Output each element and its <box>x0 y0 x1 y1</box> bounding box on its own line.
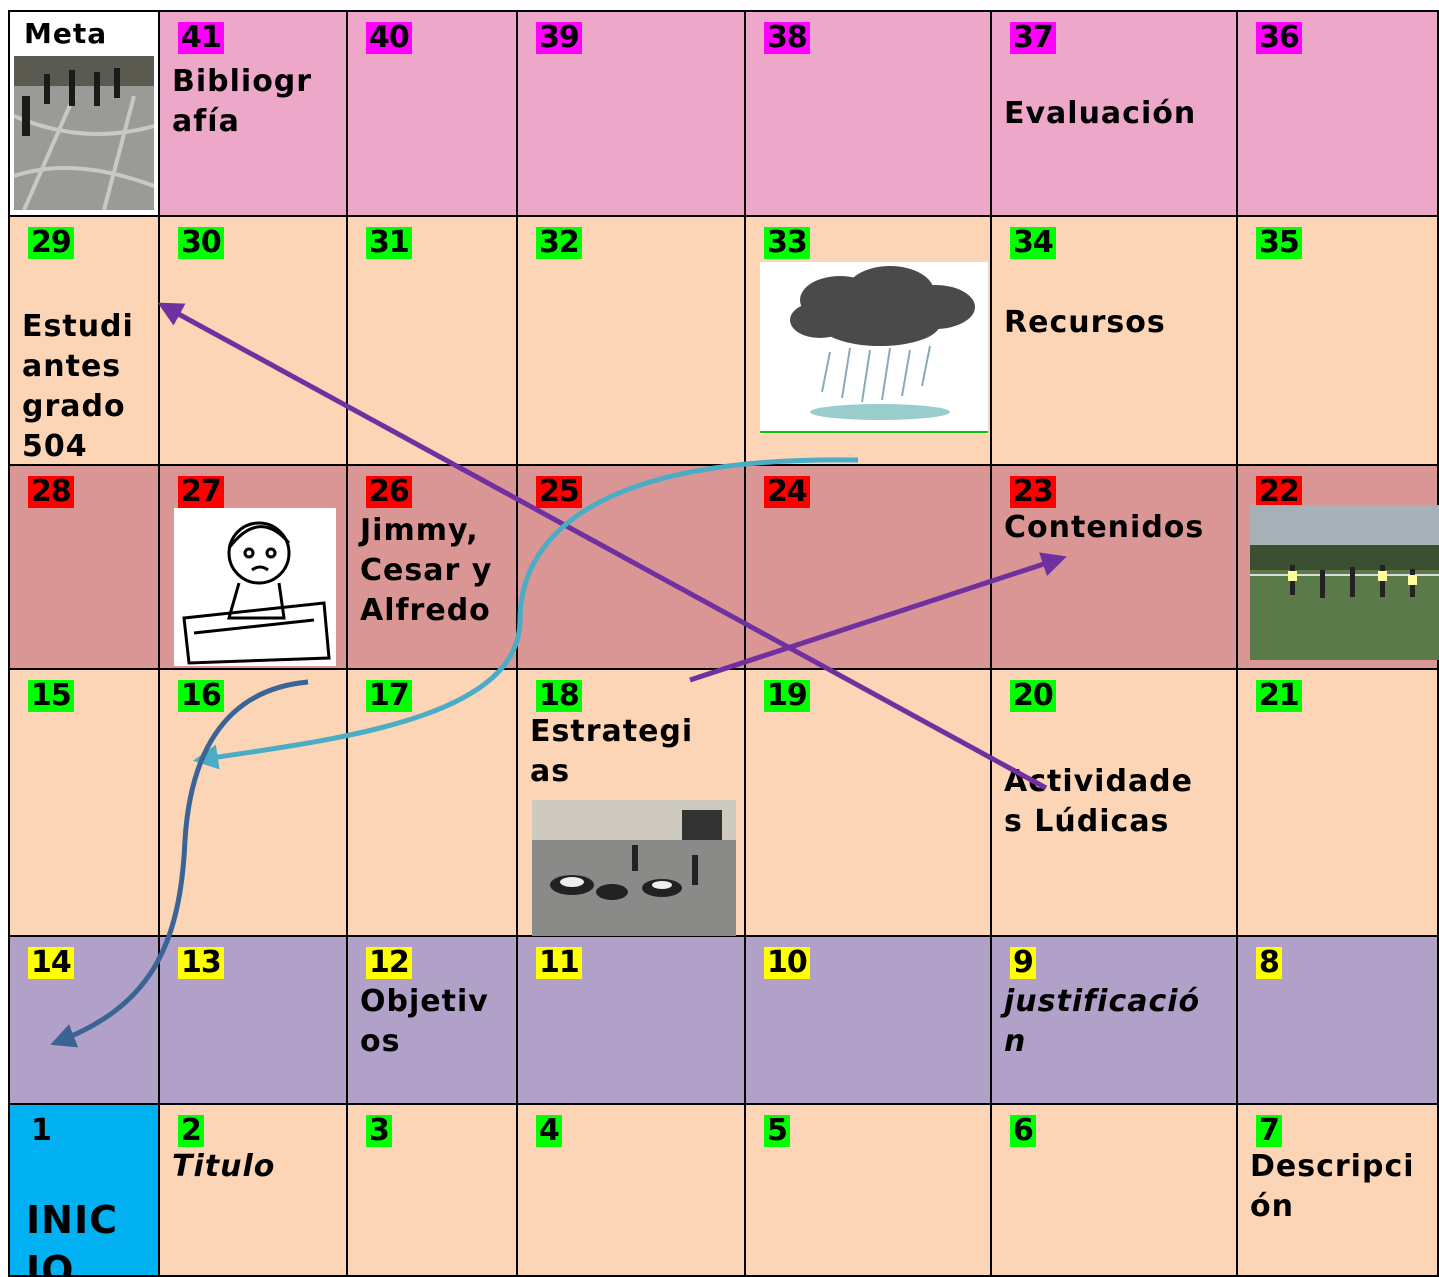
cell-label: Recursos <box>1004 305 1166 340</box>
cell-number: 33 <box>764 227 810 259</box>
cell-number: 14 <box>28 947 74 979</box>
cell-35: 35 <box>1238 217 1439 466</box>
cell-39: 39 <box>518 10 746 217</box>
cell-label: Objetiv os <box>360 984 489 1059</box>
cell-number: 23 <box>1010 476 1056 508</box>
cell-label: Contenidos <box>1004 510 1205 545</box>
cell-label: Evaluación <box>1004 96 1197 131</box>
cell-9: 9 justificació n <box>992 937 1238 1105</box>
cell-number: 18 <box>536 680 582 712</box>
cell-number: 38 <box>764 22 810 54</box>
cell-label: INIC IO <box>26 1198 118 1277</box>
cell-number: 41 <box>178 22 224 54</box>
cell-15: 15 <box>8 670 160 937</box>
cell-number: 12 <box>366 947 412 979</box>
cell-14: 14 <box>8 937 160 1105</box>
cell-number: 17 <box>366 680 412 712</box>
cell-number: 20 <box>1010 680 1056 712</box>
sad-boy-icon <box>174 508 336 666</box>
cell-number: 24 <box>764 476 810 508</box>
cell-number: 35 <box>1256 227 1302 259</box>
cell-number: 10 <box>764 947 810 979</box>
cell-number: 40 <box>366 22 412 54</box>
cell-16: 16 <box>160 670 348 937</box>
cell-number: 1 <box>31 1113 52 1148</box>
cell-number: 36 <box>1256 22 1302 54</box>
cell-number: 26 <box>366 476 412 508</box>
cell-number: 32 <box>536 227 582 259</box>
meta-label: Meta <box>24 17 108 50</box>
cell-number: 8 <box>1256 947 1282 979</box>
cell-31: 31 <box>348 217 518 466</box>
cell-5: 5 <box>746 1105 992 1277</box>
cell-10: 10 <box>746 937 992 1105</box>
cell-32: 32 <box>518 217 746 466</box>
cell-4: 4 <box>518 1105 746 1277</box>
cell-number: 25 <box>536 476 582 508</box>
rain-cloud-icon <box>760 262 988 434</box>
cell-number: 3 <box>366 1115 392 1147</box>
cell-number: 6 <box>1010 1115 1036 1147</box>
cell-19: 19 <box>746 670 992 937</box>
cell-label: Estrategi as <box>530 714 694 789</box>
cell-25: 25 <box>518 466 746 670</box>
cell-label: Bibliogr afía <box>172 64 313 139</box>
cell-number: 11 <box>536 947 582 979</box>
soccer-field-photo <box>1250 505 1439 660</box>
cell-label: Titulo <box>172 1149 276 1184</box>
cell-38: 38 <box>746 10 992 217</box>
cell-number: 31 <box>366 227 412 259</box>
cell-number: 5 <box>764 1115 790 1147</box>
cell-number: 28 <box>28 476 74 508</box>
cell-6: 6 <box>992 1105 1238 1277</box>
cell-11: 11 <box>518 937 746 1105</box>
cell-number: 4 <box>536 1115 562 1147</box>
cell-number: 21 <box>1256 680 1302 712</box>
cell-21: 21 <box>1238 670 1439 937</box>
cell-number: 13 <box>178 947 224 979</box>
cell-number: 29 <box>28 227 74 259</box>
cell-meta: Meta <box>8 10 160 217</box>
cell-40: 40 <box>348 10 518 217</box>
cell-13: 13 <box>160 937 348 1105</box>
cell-24: 24 <box>746 466 992 670</box>
cell-number: 37 <box>1010 22 1056 54</box>
cell-number: 19 <box>764 680 810 712</box>
cell-number: 16 <box>178 680 224 712</box>
cell-number: 30 <box>178 227 224 259</box>
cell-label: justificació n <box>1004 984 1201 1059</box>
cell-number: 27 <box>178 476 224 508</box>
cell-label: Descripci ón <box>1250 1149 1415 1224</box>
cell-3: 3 <box>348 1105 518 1277</box>
cell-number: 2 <box>178 1115 204 1147</box>
schoolyard-photo <box>14 56 154 210</box>
cell-number: 9 <box>1010 947 1036 979</box>
cell-label: Actividade s Lúdicas <box>1004 764 1194 839</box>
cell-number: 34 <box>1010 227 1056 259</box>
cell-17: 17 <box>348 670 518 937</box>
playground-photo <box>532 800 736 936</box>
cell-number: 39 <box>536 22 582 54</box>
cell-8: 8 <box>1238 937 1439 1105</box>
cell-label: Jimmy, Cesar y Alfredo <box>360 513 493 628</box>
cell-number: 15 <box>28 680 74 712</box>
cell-number: 7 <box>1256 1115 1282 1147</box>
cell-36: 36 <box>1238 10 1439 217</box>
cell-28: 28 <box>8 466 160 670</box>
cell-label: Estudi antes grado 504 <box>22 309 134 464</box>
cell-30: 30 <box>160 217 348 466</box>
cell-number: 22 <box>1256 476 1302 508</box>
